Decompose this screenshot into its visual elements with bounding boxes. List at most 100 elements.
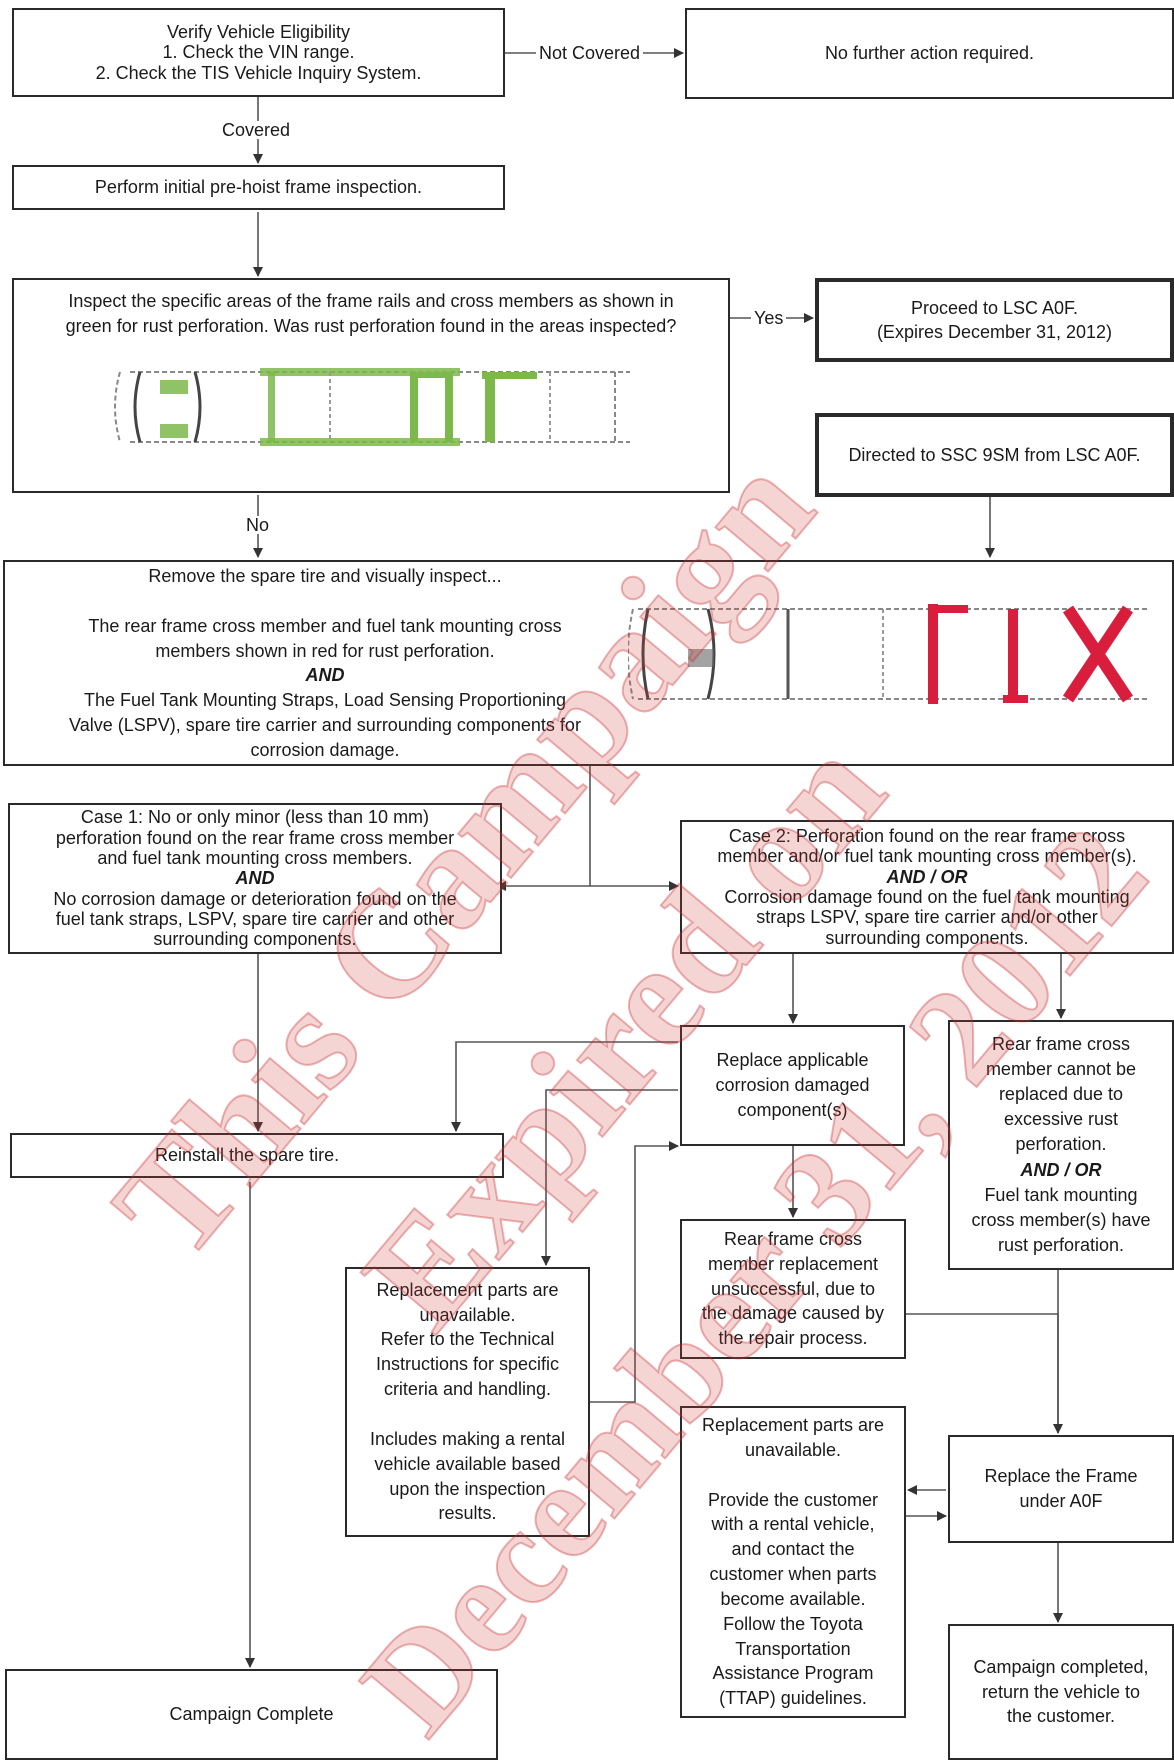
replace-applicable-line-2: corrosion damaged <box>715 1075 870 1096</box>
verify-step-1: 1. Check the VIN range. <box>162 42 355 63</box>
parts-right-line-11: (TTAP) guidelines. <box>719 1688 867 1709</box>
case1-line-2: perforation found on the rear frame cros… <box>55 827 455 848</box>
no-action-text: No further action required. <box>824 43 1035 64</box>
case1-line-1: Case 1: No or only minor (less than 10 m… <box>80 807 430 828</box>
parts-left-line-3: Refer to the Technical <box>380 1329 555 1350</box>
case2-line-1: Case 2: Perforation found on the rear fr… <box>728 826 1126 847</box>
rear-cannot-replace-box: Rear frame cross member cannot be replac… <box>948 1020 1174 1270</box>
rear-cannot-line-1: Rear frame cross <box>991 1034 1131 1055</box>
parts-right-line-10: Assistance Program <box>712 1663 874 1684</box>
case1-and: AND <box>235 868 275 889</box>
rear-cannot-line-8: rust perforation. <box>997 1234 1125 1255</box>
remove-spare-line-2b: members shown in red for rust perforatio… <box>155 640 495 661</box>
inspect-line-2: green for rust perforation. Was rust per… <box>65 315 677 336</box>
parts-right-line-2: unavailable. <box>744 1439 842 1460</box>
parts-left-line-2: unavailable. <box>419 1304 516 1325</box>
parts-right-line-9: Transportation <box>735 1638 851 1659</box>
rear-cannot-line-2: member cannot be <box>985 1059 1137 1080</box>
parts-right-line-5: and contact the <box>731 1539 855 1560</box>
case1-line-6: surrounding components. <box>153 929 357 950</box>
parts-left-line-8: upon the inspection <box>389 1478 546 1499</box>
lsc-line-1: Proceed to LSC A0F. <box>910 297 1079 318</box>
campaign-complete-text: Campaign Complete <box>169 1704 334 1725</box>
replace-applicable-line-3: component(s) <box>737 1099 848 1120</box>
rear-cannot-line-4: excessive rust <box>1003 1109 1119 1130</box>
parts-right-spacer <box>702 1463 884 1488</box>
campaign-completed-line-2: return the vehicle to <box>981 1681 1141 1702</box>
rear-unsuccessful-line-2: member replacement <box>707 1253 879 1274</box>
parts-left-line-9: results. <box>438 1503 497 1524</box>
rear-cannot-line-5: perforation. <box>1015 1134 1107 1155</box>
remove-spare-spacer <box>5 589 645 614</box>
lsc-a0f-box: Proceed to LSC A0F. (Expires December 31… <box>815 278 1174 362</box>
yes-label: Yes <box>751 309 787 327</box>
lsc-line-2: (Expires December 31, 2012) <box>876 322 1113 342</box>
case1-line-4: No corrosion damage or deterioration fou… <box>53 888 457 909</box>
case2-line-3: Corrosion damage found on the fuel tank … <box>724 887 1130 907</box>
parts-left-line-5: criteria and handling. <box>383 1379 552 1400</box>
campaign-completed-line-1: Campaign completed, <box>973 1656 1149 1677</box>
rear-cannot-line-7: cross member(s) have <box>971 1209 1151 1230</box>
frame-red-diagram <box>628 604 1148 704</box>
parts-right-line-3: Provide the customer <box>707 1489 879 1510</box>
case2-line-2: member and/or fuel tank mounting cross m… <box>717 846 1137 867</box>
parts-right-line-1: Replacement parts are <box>701 1414 885 1435</box>
verify-title: Verify Vehicle Eligibility <box>166 22 351 42</box>
case1-line-5: fuel tank straps, LSPV, spare tire carri… <box>55 908 455 929</box>
replace-applicable-line-1: Replace applicable <box>716 1050 869 1071</box>
parts-right-line-7: become available. <box>720 1588 866 1609</box>
case2-box: Case 2: Perforation found on the rear fr… <box>680 820 1174 954</box>
inspect-line-1: Inspect the specific areas of the frame … <box>68 291 674 311</box>
case1-box: Case 1: No or only minor (less than 10 m… <box>8 803 502 954</box>
replace-applicable-box: Replace applicable corrosion damaged com… <box>680 1025 905 1146</box>
remove-spare-line-2a: The rear frame cross member and fuel tan… <box>88 615 562 636</box>
verify-eligibility-box: Verify Vehicle Eligibility 1. Check the … <box>12 8 505 97</box>
directed-box: Directed to SSC 9SM from LSC A0F. <box>815 413 1174 497</box>
parts-right-line-8: Follow the Toyota <box>723 1613 863 1634</box>
reinstall-spare-box: Reinstall the spare tire. <box>10 1133 504 1178</box>
parts-unavailable-right-box: Replacement parts are unavailable. Provi… <box>680 1406 906 1718</box>
verify-step-2: 2. Check the TIS Vehicle Inquiry System. <box>95 62 422 83</box>
replace-frame-line-2: under A0F <box>1019 1491 1103 1511</box>
remove-spare-line-1: Remove the spare tire and visually inspe… <box>148 566 502 586</box>
remove-spare-and: AND <box>305 665 345 686</box>
remove-spare-line-3a: The Fuel Tank Mounting Straps, Load Sens… <box>84 690 566 711</box>
rear-unsuccessful-line-1: Rear frame cross <box>723 1228 863 1249</box>
covered-label: Covered <box>219 121 294 139</box>
rear-cannot-line-6: Fuel tank mounting <box>984 1184 1138 1205</box>
campaign-completed-box: Campaign completed, return the vehicle t… <box>948 1624 1174 1760</box>
replace-frame-line-1: Replace the Frame <box>984 1466 1138 1487</box>
case2-line-5: surrounding components. <box>825 927 1029 948</box>
parts-left-line-7: vehicle available based <box>374 1453 561 1474</box>
frame-green-diagram <box>114 368 630 446</box>
reinstall-spare-text: Reinstall the spare tire. <box>155 1145 340 1166</box>
parts-left-line-6: Includes making a rental <box>369 1428 566 1449</box>
remove-spare-box: Remove the spare tire and visually inspe… <box>3 560 1174 766</box>
inspect-green-box: Inspect the specific areas of the frame … <box>12 278 730 493</box>
remove-spare-line-3b: Valve (LSPV), spare tire carrier and sur… <box>69 715 581 736</box>
no-label: No <box>243 516 273 534</box>
rear-unsuccessful-line-4: the damage caused by <box>701 1303 885 1324</box>
rear-unsuccessful-line-3: unsuccessful, due to <box>710 1278 876 1299</box>
rear-unsuccessful-line-5: the repair process. <box>718 1328 868 1349</box>
parts-left-line-1: Replacement parts are <box>376 1279 559 1300</box>
directed-text: Directed to SSC 9SM from LSC A0F. <box>848 444 1141 465</box>
case2-and-or: AND / OR <box>886 866 968 887</box>
parts-left-line-4: Instructions for specific <box>375 1354 560 1375</box>
campaign-complete-box: Campaign Complete <box>5 1669 498 1760</box>
replace-frame-box: Replace the Frame under A0F <box>948 1435 1174 1543</box>
pre-hoist-text: Perform initial pre-hoist frame inspecti… <box>94 177 423 198</box>
rear-cannot-and-or: AND / OR <box>1020 1159 1102 1180</box>
parts-right-line-6: customer when parts <box>709 1564 877 1585</box>
parts-right-line-4: with a rental vehicle, <box>711 1514 875 1535</box>
parts-unavailable-left-box: Replacement parts are unavailable. Refer… <box>345 1267 590 1537</box>
case2-line-4: straps LSPV, spare tire carrier and/or o… <box>756 907 1098 928</box>
parts-left-spacer <box>370 1402 565 1427</box>
campaign-completed-line-3: the customer. <box>1006 1706 1116 1727</box>
rear-cannot-line-3: replaced due to <box>998 1084 1124 1105</box>
not-covered-label: Not Covered <box>536 44 644 62</box>
pre-hoist-box: Perform initial pre-hoist frame inspecti… <box>12 165 505 210</box>
no-action-box: No further action required. <box>685 8 1174 99</box>
rear-unsuccessful-box: Rear frame cross member replacement unsu… <box>680 1219 906 1359</box>
